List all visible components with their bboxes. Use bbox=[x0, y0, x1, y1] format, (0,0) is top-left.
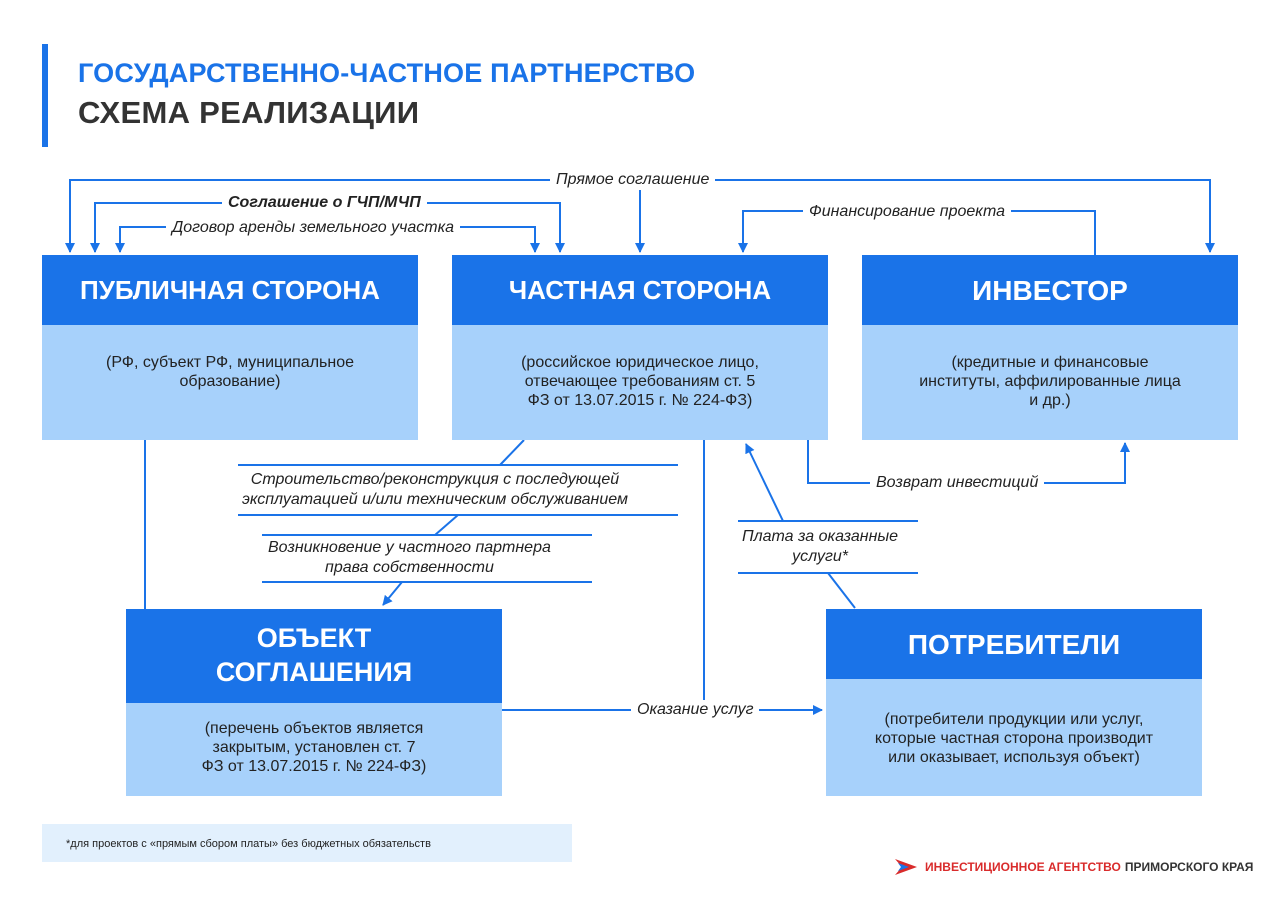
page-title: ГОСУДАРСТВЕННО-ЧАСТНОЕ ПАРТНЕРСТВО bbox=[78, 58, 696, 88]
edge-service-payment bbox=[827, 572, 856, 609]
node-investor-desc: (кредитные и финансовые институты, аффил… bbox=[862, 325, 1238, 440]
label-construction: Строительство/реконструкция с последующе… bbox=[242, 471, 628, 508]
label-service-provision: Оказание услуг bbox=[631, 700, 760, 720]
node-investor-title: ИНВЕСТОР bbox=[862, 255, 1238, 325]
node-private-desc: (российское юридическое лицо, отвечающее… bbox=[452, 325, 828, 440]
footnote-box bbox=[42, 824, 572, 862]
brand-name-part2: ПРИМОРСКОГО КРАЯ bbox=[1124, 860, 1254, 874]
node-object-title: ОБЪЕКТ СОГЛАШЕНИЯ bbox=[126, 609, 502, 703]
node-object-desc: (перечень объектов является закрытым, ус… bbox=[126, 703, 502, 796]
label-investment-return: Возврат инвестиций bbox=[870, 473, 1045, 493]
node-public-desc: (РФ, субъект РФ, муниципальное образован… bbox=[42, 325, 418, 440]
label-ppp-agreement: Соглашение о ГЧП/МЧП bbox=[222, 193, 427, 213]
edge-service-payment bbox=[745, 443, 784, 522]
label-project-financing: Финансирование проекта bbox=[803, 202, 1012, 222]
edge-construction bbox=[499, 439, 525, 466]
node-private-title: ЧАСТНАЯ СТОРОНА bbox=[452, 255, 828, 325]
brand-logo: ИНВЕСТИЦИОННОЕ АГЕНТСТВО ПРИМОРСКОГО КРА… bbox=[895, 857, 1253, 877]
label-ownership: Возникновение у частного партнера права … bbox=[268, 539, 551, 576]
label-land-lease: Договор аренды земельного участка bbox=[166, 218, 461, 238]
footnote-text: *для проектов с «прямым сбором платы» бе… bbox=[66, 838, 431, 850]
page-subtitle: СХЕМА РЕАЛИЗАЦИИ bbox=[78, 95, 420, 130]
label-service-payment: Плата за оказанные услуги* bbox=[742, 528, 899, 565]
node-public-title: ПУБЛИЧНАЯ СТОРОНА bbox=[42, 255, 418, 325]
node-consumers-title: ПОТРЕБИТЕЛИ bbox=[826, 609, 1202, 679]
brand-mark-icon bbox=[895, 859, 917, 875]
edge-ownership bbox=[382, 581, 403, 606]
node-consumers-desc: (потребители продукции или услуг, которы… bbox=[826, 679, 1202, 796]
label-direct-agreement: Прямое соглашение bbox=[550, 170, 716, 190]
edge-ownership bbox=[434, 514, 459, 536]
title-accent-bar bbox=[42, 44, 48, 147]
brand-name-part1: ИНВЕСТИЦИОННОЕ АГЕНТСТВО bbox=[925, 860, 1121, 874]
